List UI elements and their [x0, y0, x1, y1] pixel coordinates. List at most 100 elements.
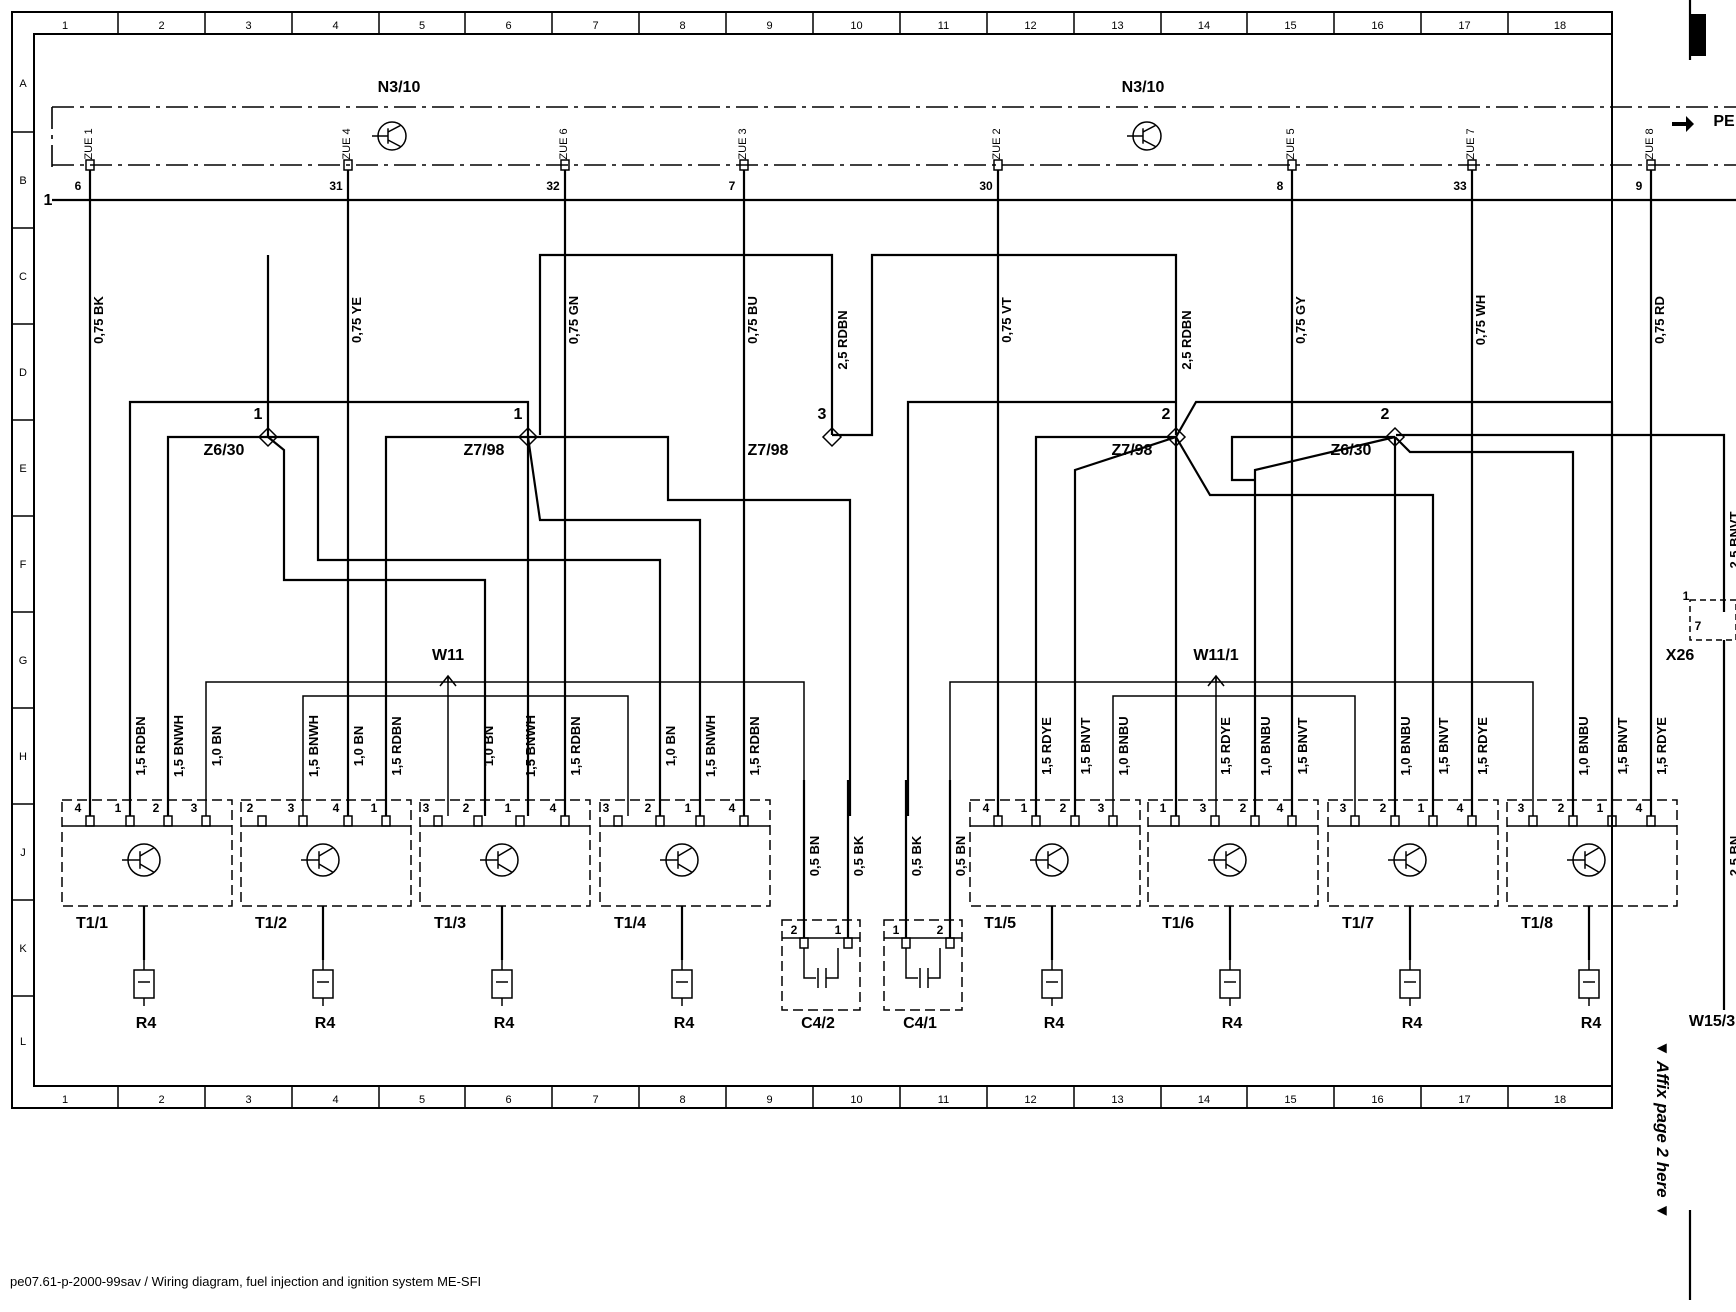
capacitor-box	[781, 919, 861, 1011]
grid-column-label: 7	[592, 1094, 598, 1106]
coil-pin-terminal	[993, 815, 1003, 827]
coil-pin-terminal	[739, 815, 749, 827]
coil-wire-label: 1,0 BNBU	[1398, 716, 1413, 775]
spark-plug-icon	[1219, 969, 1241, 999]
coil-wire-label: 1,5 BNWH	[306, 715, 321, 777]
spark-plug-icon	[671, 969, 693, 999]
coil-pin-number: 1	[1160, 801, 1167, 815]
grid-column-label: 10	[850, 20, 862, 32]
capacitor-pin-number: 1	[835, 923, 842, 937]
coil-wire-label: 1,5 BNWH	[171, 715, 186, 777]
grid-column-label: 8	[679, 20, 685, 32]
pin-number: 7	[729, 179, 736, 193]
grid-column-label: 16	[1371, 1094, 1383, 1106]
coil-wire-label: 1,5 RDYE	[1654, 717, 1669, 775]
coil-pin-number: 3	[191, 801, 198, 815]
pin-terminal	[343, 159, 353, 171]
coil-wire-label: 1,5 RDBN	[747, 716, 762, 775]
components-layer	[61, 116, 1736, 1011]
coil-pin-number: 4	[333, 801, 340, 815]
coil-wire-label: 1,5 RDYE	[1475, 717, 1490, 775]
outer-frame	[11, 11, 1613, 1109]
spark-plug-icon	[1578, 969, 1600, 999]
coil-pin-terminal	[1210, 815, 1220, 827]
junction-wire	[1394, 436, 1575, 816]
spark-plug-label: R4	[494, 1015, 515, 1032]
grid-column-label: 18	[1554, 1094, 1566, 1106]
spark-plug-electrode	[1583, 960, 1595, 1006]
affix-page-note: ▼ Affix page 2 here ▼	[1653, 1040, 1672, 1220]
zue-label: ZUE 6	[558, 128, 570, 159]
transistor-emitter	[1225, 863, 1240, 873]
capacitor-pin-terminal	[901, 937, 911, 949]
coil-label: T1/5	[984, 915, 1016, 932]
junction-icon	[1384, 426, 1406, 448]
coil-pin-number: 1	[1418, 801, 1425, 815]
spark-plug-label: R4	[674, 1015, 695, 1032]
junction-wire	[166, 435, 268, 816]
shield-wire	[1216, 695, 1356, 816]
coil-wire-label: 1,0 BN	[663, 726, 678, 766]
capacitor-wire-label: 0,5 BN	[953, 836, 968, 876]
coil-pin-terminal	[1428, 815, 1438, 827]
pin-number: 33	[1453, 179, 1467, 193]
coil-pin-number: 3	[288, 801, 295, 815]
coil-pin-terminal	[201, 815, 211, 827]
wire-label: 0,75 RD	[1652, 296, 1667, 344]
wiring-layer	[51, 106, 1736, 1010]
coil-pin-number: 2	[645, 801, 652, 815]
zue-label: ZUE 8	[1644, 128, 1656, 159]
grid-row-label: K	[19, 943, 27, 955]
transistor-collector	[1225, 847, 1240, 857]
capacitor-box	[883, 919, 963, 1011]
shield-arrow-icon	[1207, 674, 1225, 687]
coil-pin-terminal	[1031, 815, 1041, 827]
coil-pin-number: 2	[1380, 801, 1387, 815]
coil-box	[419, 799, 591, 907]
spark-plug-electrode	[1224, 960, 1236, 1006]
coil-pin-terminal	[85, 815, 95, 827]
transistor-emitter	[139, 863, 154, 873]
transistor-emitter	[1142, 139, 1156, 148]
coil-pin-number: 2	[247, 801, 254, 815]
coil-wire-label: 1,0 BNBU	[1576, 716, 1591, 775]
spark-plug-label: R4	[315, 1015, 336, 1032]
transistor-collector	[318, 847, 333, 857]
coil-label: T1/6	[1162, 915, 1194, 932]
coil-pin-number: 3	[1518, 801, 1525, 815]
transistor-emitter	[318, 863, 333, 873]
coil-pin-number: 2	[153, 801, 160, 815]
junction-wire	[268, 435, 662, 816]
junction-pin-number: 1	[254, 406, 263, 423]
pin-terminal	[1646, 159, 1656, 171]
spark-plug-label: R4	[1222, 1015, 1243, 1032]
junction-label: Z6/30	[1331, 442, 1372, 459]
grid-column-label: 3	[245, 20, 251, 32]
transistor-collector	[497, 847, 512, 857]
pin-terminal	[560, 159, 570, 171]
coil-wire-label: 1,0 BN	[209, 726, 224, 766]
spark-plug-icon	[133, 969, 155, 999]
grid-row-label: F	[20, 559, 27, 571]
supply-wire-label: 2,5 BN	[1727, 836, 1736, 876]
junction-wire	[1034, 435, 1176, 816]
grid-row-label: L	[20, 1036, 26, 1048]
coil-wire-label: 1,5 BNWH	[703, 715, 718, 777]
supply-wire	[538, 253, 834, 435]
coil-pin-number: 2	[463, 801, 470, 815]
connector-pin-number: 7	[1695, 619, 1702, 633]
capacitor-wire-label: 0,5 BK	[851, 835, 866, 876]
spark-plug-label: R4	[1581, 1015, 1602, 1032]
coil-pin-terminal	[613, 815, 623, 827]
capacitor-pin-number: 2	[937, 923, 944, 937]
grid-column-label: 11	[938, 1094, 949, 1106]
grid-column-label: 17	[1458, 1094, 1470, 1106]
grid-column-label: 5	[419, 1094, 425, 1106]
pin-number: 30	[979, 179, 993, 193]
connector-label: X26	[1666, 647, 1695, 664]
junction-wire	[1175, 400, 1614, 816]
coil-pin-number: 2	[1558, 801, 1565, 815]
shield-arrow-icon	[439, 674, 457, 687]
transistor-emitter	[387, 139, 401, 148]
